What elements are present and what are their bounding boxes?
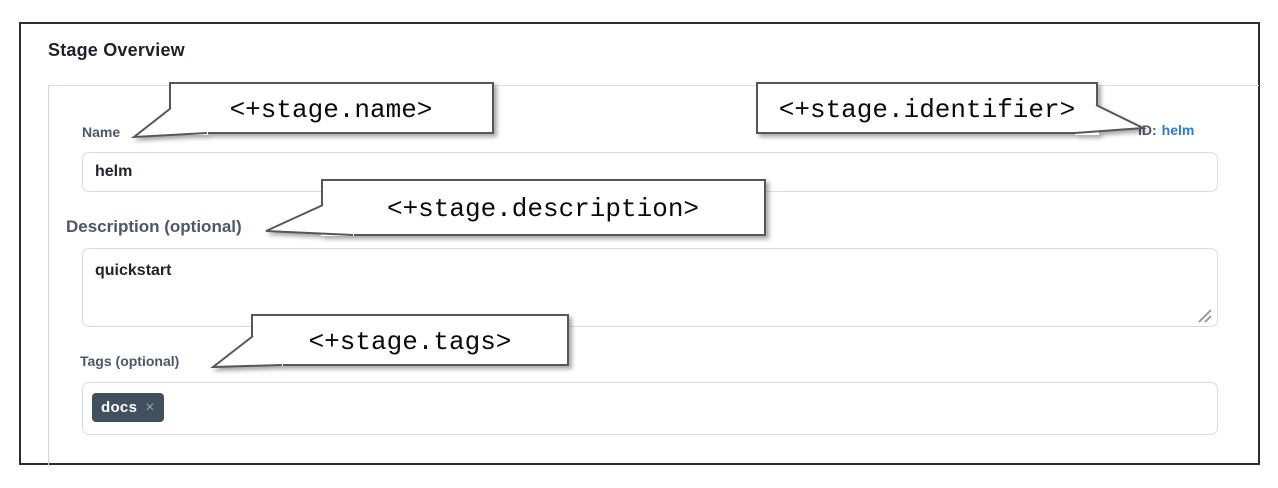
tags-input[interactable] <box>82 382 1218 435</box>
name-input[interactable] <box>82 152 1218 192</box>
tag-chip-label: docs <box>101 399 138 416</box>
tag-chip[interactable]: docs × <box>92 393 164 422</box>
stage-id-row: ID:helm <box>1138 122 1194 138</box>
screenshot-frame <box>19 22 1260 465</box>
name-label: Name <box>82 124 121 140</box>
id-value[interactable]: helm <box>1161 122 1195 138</box>
tag-remove-icon[interactable]: × <box>145 398 155 416</box>
tags-label: Tags (optional) <box>80 353 180 369</box>
description-textarea[interactable]: quickstart <box>82 248 1218 327</box>
page-title: Stage Overview <box>48 40 185 60</box>
textarea-resize-handle-icon[interactable] <box>1196 307 1214 325</box>
description-label: Description (optional) <box>66 217 242 236</box>
stage-overview-panel <box>48 85 1259 465</box>
id-label: ID: <box>1138 122 1157 138</box>
